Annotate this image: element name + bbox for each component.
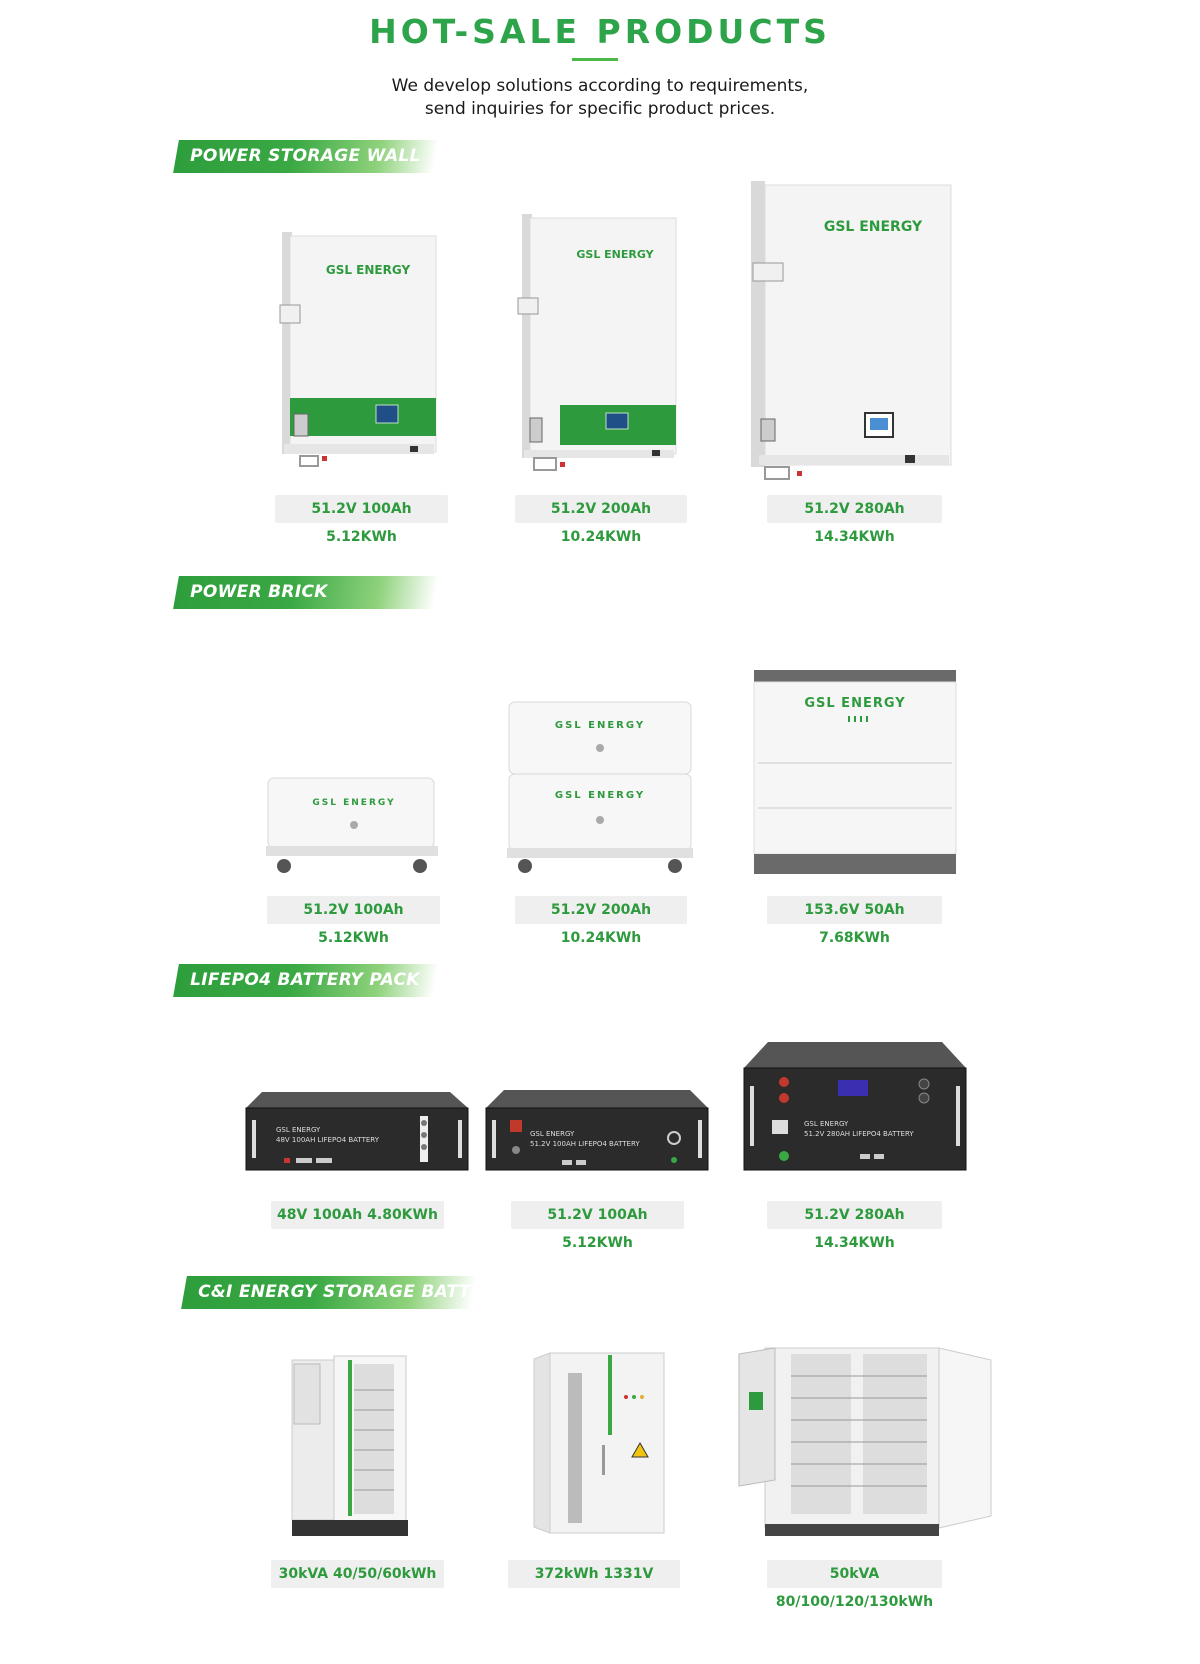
product-brick-battery-1[interactable]: GSL ENERGY	[262, 770, 442, 880]
product-rack-battery-3[interactable]: GSL ENERGY 51.2V 280AH LIFEPO4 BATTERY	[742, 1040, 968, 1176]
logo-text: GSL ENERGY	[576, 248, 654, 261]
logo-text: GSL ENERGY	[804, 696, 905, 711]
stacked-battery-icon: GSL ENERGY	[753, 670, 957, 874]
product-label-line2: 51.2V 100AH LIFEPO4 BATTERY	[530, 1140, 640, 1148]
product-caption: 51.2V 100Ah 5.12KWh	[275, 495, 448, 545]
product-wall-battery-2[interactable]: GSL ENERGY	[508, 200, 688, 490]
product-caption: 51.2V 200Ah 10.24KWh	[515, 495, 687, 545]
product-wall-battery-3[interactable]: GSL ENERGY	[745, 175, 960, 490]
cabinet-battery-icon	[533, 1352, 665, 1534]
page-subtitle: We develop solutions according to requir…	[0, 75, 1200, 121]
cabinet-battery-icon	[738, 1347, 992, 1536]
product-label-line1: GSL ENERGY	[276, 1126, 321, 1134]
subtitle-line-2: send inquiries for specific product pric…	[424, 99, 776, 119]
product-caption: 51.2V 100Ah 5.12KWh	[511, 1201, 684, 1251]
product-label-line2: 48V 100AH LIFEPO4 BATTERY	[276, 1136, 380, 1144]
section-title: LIFEPO4 BATTERY PACK	[190, 970, 420, 990]
section-banner-power-brick: POWER BRICK	[173, 576, 439, 609]
product-cabinet-3[interactable]	[735, 1340, 995, 1540]
product-rack-battery-1[interactable]: GSL ENERGY 48V 100AH LIFEPO4 BATTERY	[244, 1090, 470, 1176]
product-stacked-battery[interactable]: GSL ENERGY	[750, 668, 960, 878]
product-cabinet-2[interactable]	[530, 1345, 670, 1540]
logo-text: GSL ENERGY	[555, 720, 645, 731]
logo-text: GSL ENERGY	[824, 219, 923, 235]
section-banner-power-storage-wall: POWER STORAGE WALL	[173, 140, 439, 173]
product-label-line1: GSL ENERGY	[804, 1120, 849, 1128]
wall-battery-icon: GSL ENERGY	[279, 232, 437, 467]
subtitle-line-1: We develop solutions according to requir…	[391, 76, 809, 96]
product-label-line2: 51.2V 280AH LIFEPO4 BATTERY	[804, 1130, 914, 1138]
logo-text: GSL ENERGY	[326, 263, 411, 277]
product-label-line1: GSL ENERGY	[530, 1130, 575, 1138]
wall-battery-icon: GSL ENERGY	[517, 214, 677, 471]
section-banner-ci-energy-storage-battery: C&I ENERGY STORAGE BATTERY	[181, 1276, 507, 1309]
page-title: HOT-SALE PRODUCTS	[369, 12, 831, 51]
logo-text: GSL ENERGY	[312, 798, 395, 808]
product-caption: 153.6V 50Ah 7.68KWh	[767, 896, 942, 946]
product-caption: 51.2V 280Ah 14.34KWh	[767, 495, 942, 545]
product-wall-battery-1[interactable]: GSL ENERGY	[270, 220, 450, 490]
logo-text: GSL ENERGY	[555, 790, 645, 801]
title-underline	[572, 58, 618, 61]
product-caption: 30kVA 40/50/60kWh	[271, 1560, 444, 1588]
section-title: POWER BRICK	[190, 582, 328, 602]
product-caption: 50kVA 80/100/120/130kWh	[767, 1560, 942, 1610]
cabinet-battery-icon	[291, 1355, 408, 1536]
product-rack-battery-2[interactable]: GSL ENERGY 51.2V 100AH LIFEPO4 BATTERY	[484, 1088, 710, 1176]
brick-battery-icon: GSL ENERGY	[266, 777, 438, 873]
section-title: POWER STORAGE WALL	[190, 146, 421, 166]
product-caption: 372kWh 1331V	[508, 1560, 680, 1588]
brick-battery-icon: GSL ENERGY GSL ENERGY	[507, 701, 693, 873]
rack-battery-icon: GSL ENERGY 48V 100AH LIFEPO4 BATTERY	[245, 1092, 469, 1171]
product-caption: 51.2V 280Ah 14.34KWh	[767, 1201, 942, 1251]
wall-battery-icon: GSL ENERGY	[751, 181, 952, 480]
product-brick-battery-2[interactable]: GSL ENERGY GSL ENERGY	[505, 698, 695, 878]
product-caption: 51.2V 200Ah 10.24KWh	[515, 896, 687, 946]
section-banner-lifepo4-battery-pack: LIFEPO4 BATTERY PACK	[173, 964, 439, 997]
product-cabinet-1[interactable]	[290, 1350, 410, 1540]
product-caption: 48V 100Ah 4.80KWh	[271, 1201, 444, 1229]
section-title: C&I ENERGY STORAGE BATTERY	[198, 1282, 508, 1302]
rack-battery-icon: GSL ENERGY 51.2V 280AH LIFEPO4 BATTERY	[743, 1042, 967, 1171]
product-caption: 51.2V 100Ah 5.12KWh	[267, 896, 440, 946]
rack-battery-icon: GSL ENERGY 51.2V 100AH LIFEPO4 BATTERY	[485, 1090, 709, 1171]
